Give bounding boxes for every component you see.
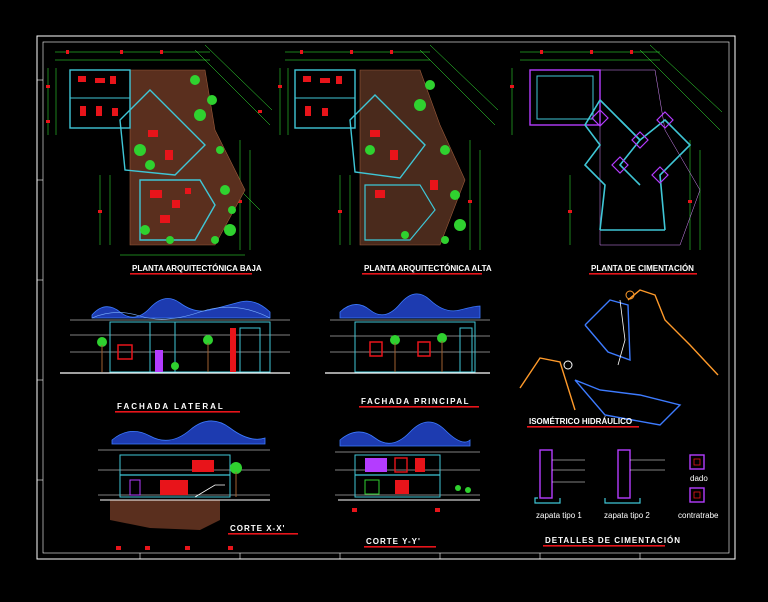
corte-x-title: CORTE X-X' bbox=[230, 524, 285, 533]
dado-label: dado bbox=[690, 474, 708, 483]
isometrico-hidraulico-title: ISOMÉTRICO HIDRÁULICO bbox=[529, 417, 632, 426]
zapata-tipo-1-label: zapata tipo 1 bbox=[536, 511, 582, 520]
isometrico-hidraulico-underline bbox=[527, 426, 639, 428]
planta-alta-plan bbox=[278, 44, 499, 250]
frame-ticks bbox=[37, 79, 641, 559]
corte-x-underline bbox=[228, 533, 298, 535]
fachada-principal-underline bbox=[359, 406, 479, 408]
zapata-tipo-2-label: zapata tipo 2 bbox=[604, 511, 650, 520]
corte-y-underline bbox=[364, 546, 436, 548]
fachada-lateral-underline bbox=[115, 411, 240, 413]
corte-y-title: CORTE Y-Y' bbox=[366, 537, 421, 546]
planta-cimentacion-title: PLANTA DE CIMENTACIÓN bbox=[591, 264, 694, 273]
contratrabe-label: contratrabe bbox=[678, 511, 719, 520]
detalles-cimentacion-underline bbox=[543, 545, 665, 547]
planta-alta-title: PLANTA ARQUITECTÓNICA ALTA bbox=[364, 264, 492, 273]
planta-baja-plan bbox=[46, 44, 273, 256]
isometrico-hidraulico-diagram bbox=[519, 289, 719, 426]
planta-alta-underline bbox=[362, 273, 482, 275]
corte-x-section bbox=[98, 420, 270, 550]
planta-baja-underline bbox=[130, 273, 252, 275]
planta-cimentacion-plan bbox=[510, 44, 723, 250]
drawing-frame bbox=[36, 35, 736, 560]
fachada-principal-title: FACHADA PRINCIPAL bbox=[361, 397, 470, 406]
detalles-cimentacion-drawings bbox=[534, 449, 705, 504]
fachada-lateral-elevation bbox=[60, 298, 290, 374]
planta-baja-title: PLANTA ARQUITECTÓNICA BAJA bbox=[132, 264, 262, 273]
fachada-lateral-title: FACHADA LATERAL bbox=[117, 402, 225, 411]
corte-y-section bbox=[335, 421, 480, 512]
planta-cimentacion-underline bbox=[589, 273, 697, 275]
detalles-cimentacion-title: DETALLES DE CIMENTACIÓN bbox=[545, 536, 681, 545]
fachada-principal-elevation bbox=[325, 293, 490, 374]
